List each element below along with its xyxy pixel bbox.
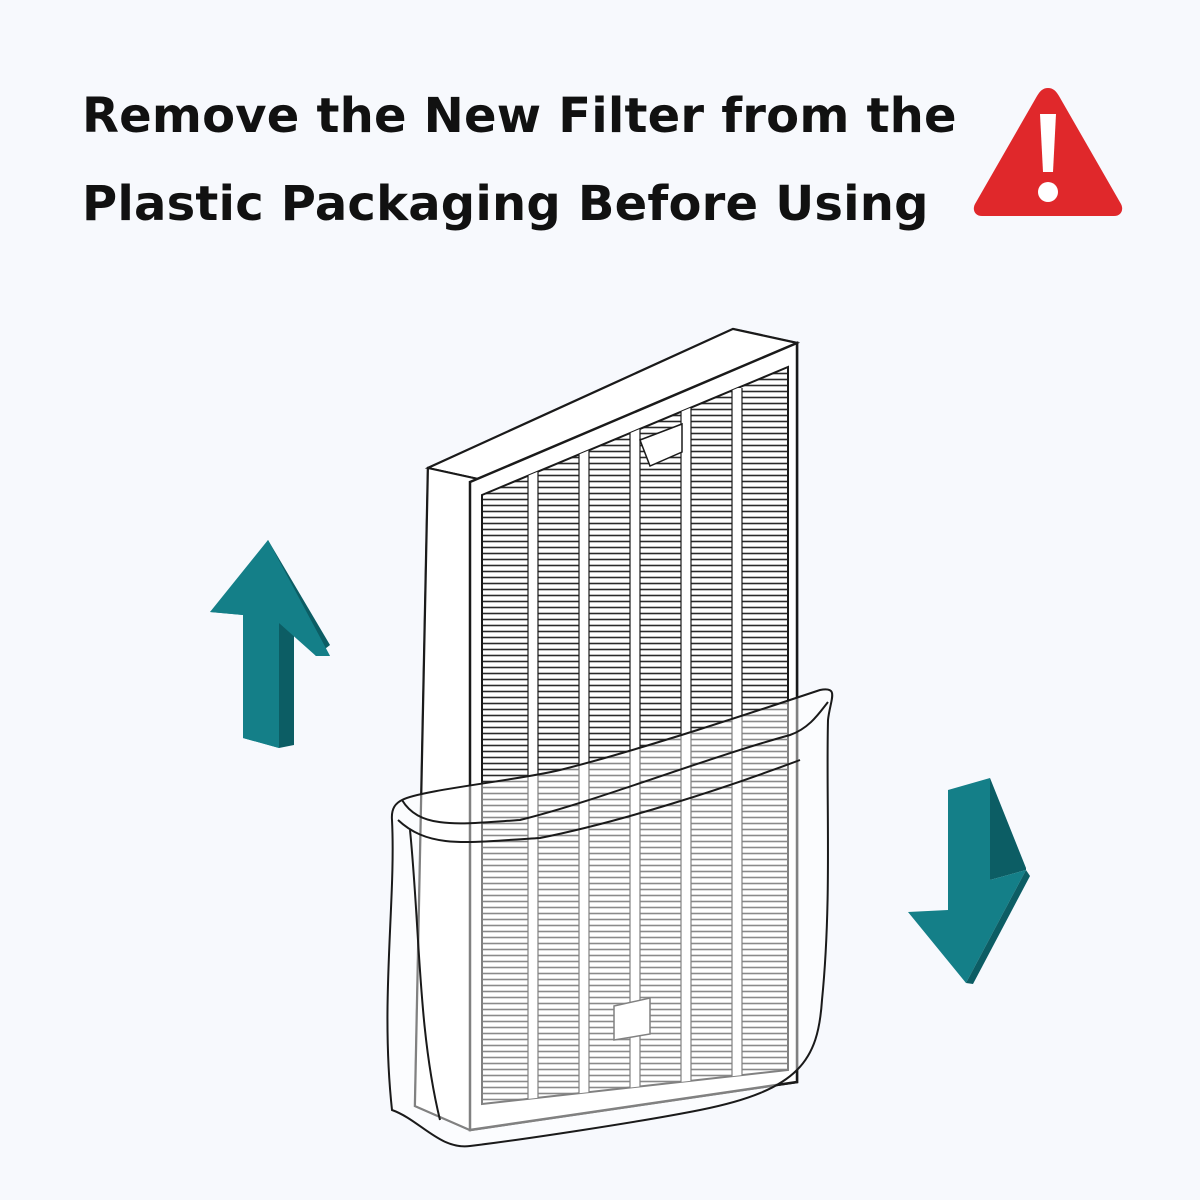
warning-triangle-icon xyxy=(973,88,1123,216)
arrow-up-icon xyxy=(210,540,330,748)
arrow-down-icon xyxy=(908,778,1030,984)
headline: Remove the New Filter from the Plastic P… xyxy=(82,72,962,248)
headline-line-2: Plastic Packaging Before Using xyxy=(82,176,929,232)
plastic-bag xyxy=(386,688,834,1148)
filter-mesh xyxy=(481,365,789,1106)
filter-bottom-tab xyxy=(613,997,651,1041)
filter-top-tab xyxy=(639,422,683,468)
headline-line-1: Remove the New Filter from the xyxy=(82,88,957,144)
